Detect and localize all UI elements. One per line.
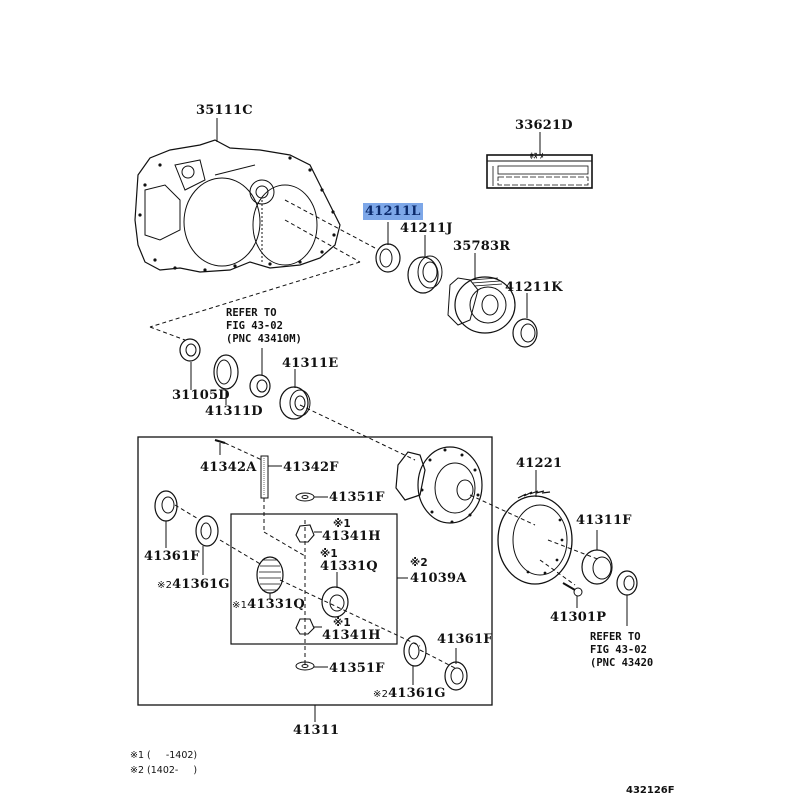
- refer-line: FIG 43-02: [590, 644, 647, 656]
- bolt-41301p-drawing: [562, 582, 583, 608]
- refer-line[interactable]: (PNC 43410M): [226, 333, 302, 345]
- seal-41211l-drawing: [375, 222, 401, 273]
- ring-gear-41221-drawing: [497, 470, 573, 585]
- part-label-41039a[interactable]: 41039A: [410, 571, 467, 586]
- bearing-41211j-drawing: [407, 235, 443, 294]
- part-label-41311d[interactable]: 41311D: [205, 404, 263, 419]
- part-label-41342f[interactable]: 41342F: [283, 460, 339, 475]
- part-label-41311e[interactable]: 41311E: [282, 356, 339, 371]
- footnote-mark-1: ※1: [320, 548, 338, 560]
- part-label-41361f-right[interactable]: 41361F: [437, 632, 493, 647]
- shim-41311d-drawing: [213, 354, 239, 405]
- differential-case-drawing: [395, 446, 483, 524]
- refer-note-43410m: REFER TO FIG 43-02 (PNC 43410M): [226, 307, 302, 346]
- bearing-ref-43410m-drawing: [249, 348, 271, 398]
- seal-ref-43420-drawing: [616, 570, 638, 626]
- highlighted-part-number[interactable]: 41211L: [363, 203, 423, 220]
- bearing-41311e-drawing: [279, 369, 311, 420]
- footnote-mark-1: ※1: [333, 617, 351, 629]
- footnote-2: ※2 (1402- ): [130, 765, 198, 776]
- footnote-mark-2: ※2: [373, 689, 389, 700]
- dashed-alignment-lines-upper: [149, 199, 416, 461]
- part-number[interactable]: 41331Q: [247, 597, 305, 612]
- footnote-mark-2: ※2: [410, 557, 428, 569]
- part-label-41311[interactable]: 41311: [293, 723, 340, 738]
- pinion-41341h-top-drawing: [295, 524, 322, 543]
- footnote-mark-1: ※1: [232, 600, 248, 611]
- part-label-41351f-bottom[interactable]: 41351F: [329, 661, 385, 676]
- figure-number: 432126F: [626, 785, 675, 796]
- part-label-41341h-top[interactable]: 41341H: [322, 529, 381, 544]
- part-label-41211j[interactable]: 41211J: [400, 221, 453, 236]
- part-label-41342a[interactable]: 41342A: [200, 460, 257, 475]
- part-label-41211l: 41211L: [363, 203, 423, 220]
- transaxle-case-drawing: [134, 139, 341, 273]
- part-label-41211k[interactable]: 41211K: [505, 280, 563, 295]
- part-label-41221[interactable]: 41221: [516, 456, 563, 471]
- footnote-mark-1: ※1: [333, 518, 351, 530]
- part-label-41331q-right[interactable]: 41331Q: [320, 559, 378, 574]
- set-41039a-box: [230, 513, 398, 645]
- refer-line: FIG 43-02: [226, 320, 283, 332]
- label-plate-drawing: [486, 132, 593, 189]
- refer-note-43420: REFER TO FIG 43-02 (PNC 43420: [590, 631, 653, 670]
- label-plate-header-text: ﾎｽ ﾒ: [530, 152, 544, 160]
- bearing-41311f-drawing: [581, 530, 613, 585]
- pin-41342a-drawing: [214, 439, 226, 455]
- part-label-35783r[interactable]: 35783R: [453, 239, 511, 254]
- washer-41361g-right-drawing: [403, 635, 427, 685]
- side-gear-41331q-right-drawing: [321, 572, 349, 618]
- footnote-1: ※1 ( -1402): [130, 750, 198, 761]
- part-label-35111c[interactable]: 35111C: [196, 103, 253, 118]
- washer-41351f-bottom-drawing: [295, 661, 328, 671]
- bearing-41361f-right-drawing: [444, 648, 468, 691]
- drive-gear-35783r-drawing: [447, 253, 516, 334]
- part-number[interactable]: 41361G: [172, 577, 230, 592]
- refer-line[interactable]: (PNC 43420: [590, 657, 654, 669]
- washer-41361g-left-drawing: [195, 515, 219, 575]
- part-label-33621d[interactable]: 33621D: [515, 118, 573, 133]
- part-label-41361g-right: ※241361G: [373, 687, 446, 702]
- part-label-41351f-top[interactable]: 41351F: [329, 490, 385, 505]
- part-label-41311f[interactable]: 41311F: [576, 513, 632, 528]
- refer-line: REFER TO: [226, 307, 277, 319]
- part-number[interactable]: 41361G: [388, 686, 446, 701]
- part-label-31105d[interactable]: 31105D: [172, 388, 230, 403]
- bearing-41361f-left-drawing: [154, 490, 178, 548]
- part-label-41361f-left[interactable]: 41361F: [144, 549, 200, 564]
- part-label-41331q-left: ※141331Q: [232, 598, 305, 613]
- part-label-41361g-left: ※241361G: [157, 578, 230, 593]
- dashed-alignment-lines-lower: [174, 442, 601, 669]
- seal-31105d-drawing: [179, 338, 201, 390]
- refer-line: REFER TO: [590, 631, 641, 643]
- washer-41351f-top-drawing: [295, 492, 328, 502]
- side-gear-41331q-left-drawing: [256, 556, 284, 600]
- part-label-41341h-bottom[interactable]: 41341H: [322, 628, 381, 643]
- pinion-41341h-bottom-drawing: [295, 618, 322, 635]
- part-label-41301p[interactable]: 41301P: [550, 610, 607, 625]
- shaft-41342f-drawing: [260, 455, 282, 499]
- footnote-mark-2: ※2: [157, 580, 173, 591]
- bearing-41211k-drawing: [512, 293, 538, 348]
